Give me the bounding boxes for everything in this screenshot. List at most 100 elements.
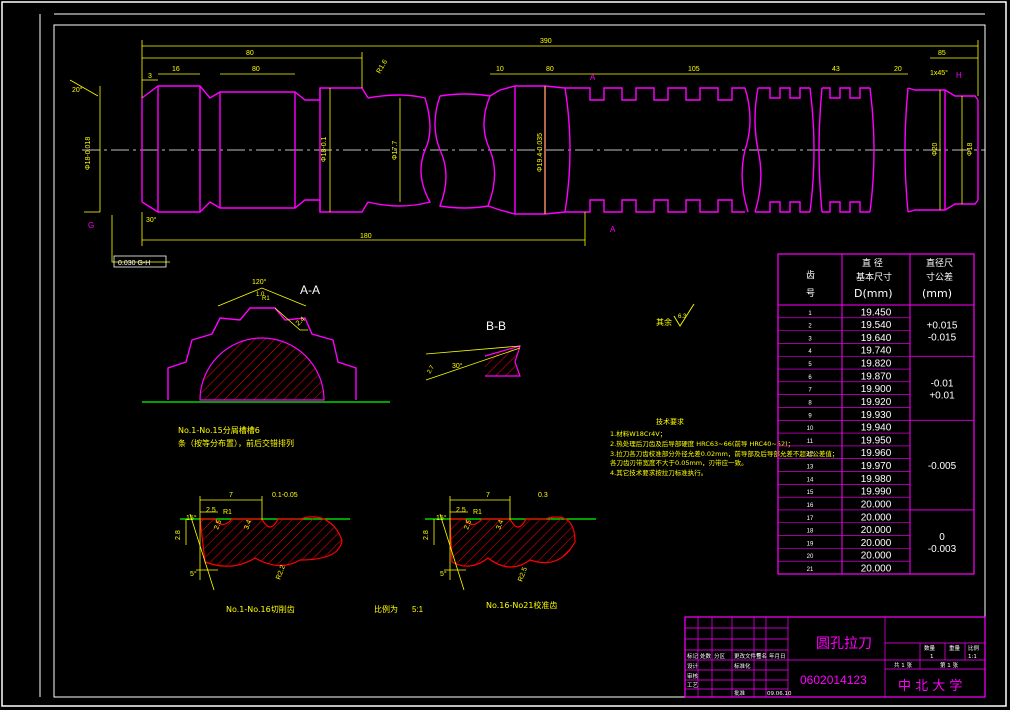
- tp2-hatched-profile: [449, 516, 576, 568]
- table-tooth-number: 1: [808, 311, 812, 317]
- table-tolerance-value: -0.015: [928, 333, 957, 344]
- aa-hatched-core: [199, 337, 325, 401]
- table-header-dia-3: D(mm): [854, 287, 892, 300]
- table-tooth-number: 7: [808, 388, 812, 394]
- section-bb-title: B-B: [486, 319, 506, 333]
- angle-20: 20°: [72, 86, 83, 94]
- tb-sheet2: 第 1 张: [940, 661, 958, 669]
- table-tooth-number: 6: [808, 375, 812, 381]
- table-header-tol-3: (mm): [922, 287, 952, 300]
- datum-g: G: [88, 221, 94, 230]
- tolerance-frame: 0.030 G-H: [118, 260, 150, 267]
- table-tooth-diameter: 20.000: [861, 551, 892, 562]
- table-tooth-number: 20: [807, 554, 814, 560]
- tp2-dim-r1: R1: [473, 509, 482, 516]
- tb-qty: 1: [930, 654, 934, 660]
- dim-80-left: 80: [246, 50, 254, 57]
- aa-width: 2.4: [295, 316, 307, 328]
- table-tooth-number: 8: [808, 400, 812, 406]
- table-tooth-number: 19: [807, 541, 814, 547]
- table-outline: [777, 253, 975, 575]
- dim-85: 85: [938, 50, 946, 57]
- tech-requirements: 技术要求 1.材料W18Cr4V； 2.热处理后刀齿及后导部硬度 HRC63~6…: [610, 417, 838, 477]
- table-tooth-number: 5: [808, 362, 812, 368]
- bb-profile: [484, 345, 521, 377]
- bb-ray: [425, 347, 521, 381]
- aa-dim-small: 1.0: [256, 292, 265, 298]
- table-tooth-number: 2: [808, 324, 812, 330]
- roughness-prefix: 其余: [656, 317, 672, 327]
- main-view: 390 80 16 80 10 80 105 43 20 85 1x45° 18…: [69, 38, 985, 268]
- tp1-dim-b: 2.5: [213, 519, 223, 531]
- tp2-dim-pitch: 7: [486, 492, 490, 499]
- tp1-dim-r1: R1: [223, 509, 232, 516]
- tb-col-zone: 分区: [714, 652, 726, 660]
- roughness-note: 其余 6.3: [656, 303, 695, 327]
- table-header-num-1: 齿: [806, 270, 815, 281]
- tp2-dim-a: 2.5: [456, 507, 466, 514]
- school-name: 中 北 大 学: [898, 678, 962, 694]
- aa-outer-profile: [167, 307, 357, 400]
- bb-dim: 2.7: [427, 364, 437, 375]
- table-tolerance-value: -0.003: [928, 544, 957, 555]
- tp2-dim-h: 2.8: [423, 530, 430, 540]
- table-tooth-diameter: 19.930: [861, 410, 892, 421]
- table-tooth-number: 13: [807, 465, 814, 471]
- tooth-profile-sizing: 7 0.3 2.5 R1 2.8 2.5 5° 15° 3.4 R2.5 No.…: [423, 492, 596, 610]
- dim-10: 10: [496, 66, 504, 73]
- table-header-num-2: 号: [806, 288, 815, 299]
- dim-chamfer: 1x45°: [930, 69, 948, 77]
- tb-sheet: 共 1 张: [894, 661, 912, 669]
- roughness-symbol-icon: [673, 303, 695, 327]
- tp1-dim-a: 2.5: [206, 507, 216, 514]
- aa-angle-lines: [217, 287, 307, 307]
- tp2-dim-angle5: 5°: [440, 570, 447, 578]
- table-tooth-diameter: 19.990: [861, 487, 892, 498]
- tp1-caption: No.1-No.16切削齿: [226, 604, 295, 614]
- title-block-outline: [684, 616, 986, 698]
- table-tooth-diameter: 19.540: [861, 320, 892, 331]
- table-tooth-diameter: 20.000: [861, 499, 892, 510]
- tb-role-craft: 工艺: [687, 682, 699, 689]
- dia-front-pilot: Φ18-0.018: [85, 137, 92, 170]
- table-tooth-number: 3: [808, 336, 812, 342]
- dia-rear: Φ18: [967, 143, 974, 156]
- angle-30: 30°: [146, 216, 157, 224]
- tooth-profile-cutting: 7 0.1-0.05 2.5 R1 2.8 2.5 5° 15° 3.4 R2.…: [175, 492, 424, 614]
- tech-item-3: 3.拉刀各刀齿校准部分外径允差0.02mm，前导部及后导部允差不超过公差值；: [610, 449, 838, 458]
- table-tooth-number: 9: [808, 413, 812, 419]
- tech-title: 技术要求: [656, 417, 684, 426]
- dim-20: 20: [894, 66, 902, 73]
- dia-shank: Φ18-0.1: [321, 136, 328, 162]
- table-tooth-number: 16: [807, 503, 814, 509]
- table-tooth-number: 10: [807, 426, 814, 432]
- tp2-dim-r2: R2.5: [517, 566, 529, 582]
- tb-scale-label: 比例: [968, 644, 980, 652]
- drawing-border: [53, 24, 986, 698]
- table-header-tol-2: 寸公差: [926, 271, 953, 283]
- table-tolerance-value: +0.01: [929, 390, 955, 401]
- table-header-tol-1: 直径尺: [926, 257, 953, 269]
- tb-weight-label: 重量: [949, 644, 961, 652]
- aa-angle: 120°: [252, 278, 267, 286]
- tp2-dim-land: 0.3: [538, 492, 548, 499]
- table-tooth-diameter: 19.640: [861, 333, 892, 344]
- section-marker-a-bottom: A: [610, 225, 616, 234]
- table-tooth-number: 21: [807, 567, 814, 573]
- tb-col-file: 更改文件号: [734, 652, 762, 660]
- tb-qty-label: 数量: [924, 644, 936, 652]
- aa-caption-line2: 条（按等分布置），前后交错排列: [178, 438, 294, 448]
- tb-col-count: 处数: [700, 652, 712, 660]
- tp2-caption: No.16-No21校准齿: [486, 600, 557, 610]
- table-tooth-number: 14: [807, 477, 814, 483]
- tb-scale: 1:1: [968, 654, 977, 660]
- table-tolerance-value: 0: [939, 532, 945, 543]
- dim-43: 43: [832, 66, 840, 73]
- section-aa-view: A-A 120° 1.0 R1 2.4 No.1-No.15分屑槽槽6 条（按等…: [142, 278, 390, 448]
- dim-80-right: 80: [546, 66, 554, 73]
- table-tooth-number: 11: [807, 439, 814, 445]
